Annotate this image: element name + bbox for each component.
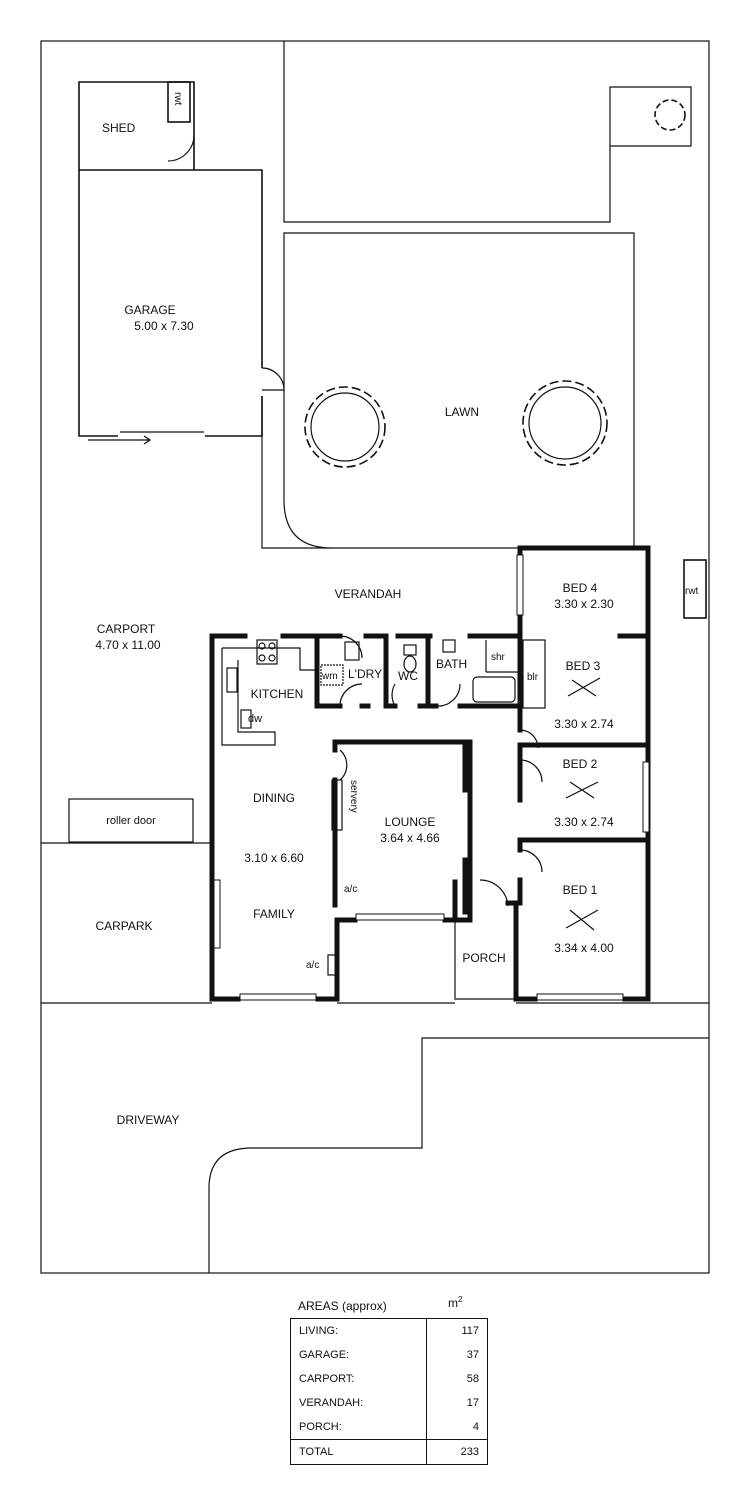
floor-plan: SHED rwt GARAGE 5.00 x 7.30 LAWN VERANDA… bbox=[40, 40, 710, 1274]
tree-icon bbox=[522, 380, 608, 466]
areas-row: CARPORT: 58 bbox=[291, 1367, 488, 1391]
bedroom-3: BED 3 3.30 x 2.74 bbox=[519, 659, 614, 749]
family-label: FAMILY bbox=[253, 907, 295, 921]
shed-rwt-label: rwt bbox=[172, 92, 183, 106]
ceiling-fan-icon bbox=[565, 909, 599, 931]
areas-row: LIVING: 117 bbox=[291, 1318, 488, 1343]
areas-unit: m2 bbox=[448, 1295, 462, 1310]
shower-label: shr bbox=[491, 652, 506, 663]
house-walls bbox=[209, 545, 651, 1002]
area-value: 58 bbox=[426, 1367, 488, 1391]
shrub-icon bbox=[654, 99, 686, 131]
carpark-label: CARPARK bbox=[95, 919, 152, 933]
area-name: TOTAL bbox=[290, 1439, 427, 1465]
area-value: 117 bbox=[426, 1318, 488, 1343]
garage-label: GARAGE bbox=[124, 303, 175, 317]
boiler-label: blr bbox=[527, 672, 539, 683]
dining-dimensions: 3.10 x 6.60 bbox=[244, 851, 304, 865]
bed1-label: BED 1 bbox=[563, 883, 598, 897]
area-value: 233 bbox=[426, 1439, 488, 1465]
kitchen-label: KITCHEN bbox=[251, 687, 304, 701]
lawn: LAWN bbox=[261, 232, 635, 549]
areas-row: GARAGE: 37 bbox=[291, 1343, 488, 1367]
area-value: 37 bbox=[426, 1343, 488, 1367]
wet-areas: wm L'DRY WC BATH shr blr bbox=[320, 635, 546, 709]
carport-label: CARPORT bbox=[97, 622, 156, 636]
bath-label: BATH bbox=[436, 657, 467, 671]
porch-label: PORCH bbox=[462, 951, 505, 965]
verandah-label: VERANDAH bbox=[335, 587, 402, 601]
garage-dimensions: 5.00 x 7.30 bbox=[134, 319, 194, 333]
back-yard-fence bbox=[283, 41, 692, 223]
windows bbox=[213, 554, 650, 1001]
lounge-label: LOUNGE bbox=[385, 815, 436, 829]
laundry-label: L'DRY bbox=[348, 667, 382, 681]
bed2-dimensions: 3.30 x 2.74 bbox=[554, 815, 614, 829]
area-name: GARAGE: bbox=[299, 1349, 350, 1361]
area-name: VERANDAH: bbox=[299, 1397, 364, 1409]
dining-label: DINING bbox=[253, 791, 295, 805]
dishwasher-label: dw bbox=[248, 713, 262, 725]
bedroom-2: BED 2 3.30 x 2.74 bbox=[519, 757, 614, 829]
driveway: DRIVEWAY bbox=[41, 1002, 709, 1273]
carport-dimensions: 4.70 x 11.00 bbox=[95, 638, 160, 652]
areas-row: PORCH: 4 bbox=[291, 1415, 488, 1440]
bed1-dimensions: 3.34 x 4.00 bbox=[554, 941, 614, 955]
wc-label: WC bbox=[398, 669, 418, 683]
ceiling-fan-icon bbox=[567, 677, 601, 697]
shed: SHED rwt bbox=[78, 81, 195, 170]
areas-unit-label: m bbox=[448, 1296, 458, 1310]
area-name: PORCH: bbox=[299, 1421, 342, 1433]
roller-door bbox=[68, 798, 194, 843]
areas-row: VERANDAH: 17 bbox=[291, 1391, 488, 1415]
lounge-dimensions: 3.64 x 4.66 bbox=[380, 831, 440, 845]
bed4-dimensions: 3.30 x 2.30 bbox=[554, 597, 614, 611]
porch bbox=[454, 915, 516, 1000]
rainwater-tank bbox=[683, 559, 707, 619]
bed2-label: BED 2 bbox=[563, 757, 598, 771]
areas-title: AREAS (approx) bbox=[298, 1299, 387, 1313]
area-value: 4 bbox=[426, 1415, 488, 1440]
servery bbox=[331, 779, 343, 831]
kitchen: KITCHEN dw bbox=[221, 639, 315, 746]
roller-door-label: roller door bbox=[106, 815, 156, 827]
area-name: CARPORT: bbox=[299, 1373, 355, 1385]
lawn-label: LAWN bbox=[445, 405, 479, 419]
side-rwt-label: rwt bbox=[685, 586, 699, 597]
bed3-label: BED 3 bbox=[566, 659, 601, 673]
washing-machine-label: wm bbox=[321, 671, 338, 682]
bed3-dimensions: 3.30 x 2.74 bbox=[554, 717, 614, 731]
lounge-ac-label: a/c bbox=[344, 884, 357, 895]
family-ac-label: a/c bbox=[306, 960, 319, 971]
servery-label: servery bbox=[348, 780, 359, 813]
tree-icon bbox=[304, 386, 386, 468]
bed4-label: BED 4 bbox=[563, 581, 598, 595]
ceiling-fan-icon bbox=[565, 781, 599, 799]
bedroom-4: BED 4 3.30 x 2.30 bbox=[554, 581, 614, 611]
area-name: LIVING: bbox=[299, 1325, 339, 1337]
garage: GARAGE 5.00 x 7.30 bbox=[78, 169, 285, 445]
property-boundary bbox=[40, 40, 710, 1274]
driveway-label: DRIVEWAY bbox=[117, 1113, 180, 1127]
area-value: 17 bbox=[426, 1391, 488, 1415]
air-conditioner bbox=[327, 954, 339, 976]
shed-label: SHED bbox=[102, 121, 136, 135]
bedroom-1: BED 1 3.34 x 4.00 bbox=[519, 849, 614, 955]
areas-unit-superscript: 2 bbox=[458, 1295, 463, 1304]
